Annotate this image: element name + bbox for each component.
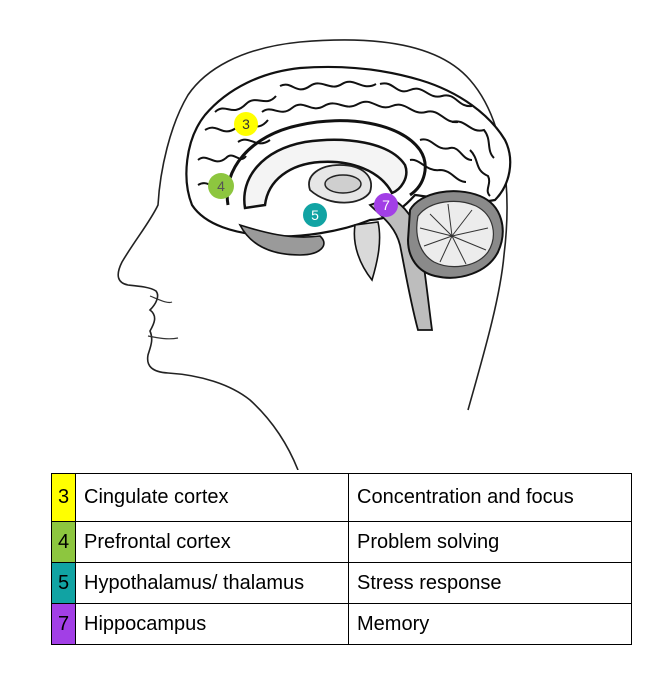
legend-number: 7 <box>51 603 76 645</box>
legend-function: Concentration and focus <box>348 473 632 522</box>
head-outline <box>117 39 508 470</box>
cerebellum <box>406 190 504 279</box>
marker-3: 3 <box>234 112 258 136</box>
legend-region: Cingulate cortex <box>75 473 349 522</box>
marker-7: 7 <box>374 193 398 217</box>
legend-function: Problem solving <box>348 521 632 563</box>
brain-diagram: 3 4 5 7 <box>117 39 512 470</box>
legend-function: Stress response <box>348 562 632 604</box>
cingulate-gyrus <box>225 119 427 206</box>
legend-region: Hypothalamus/ thalamus <box>75 562 349 604</box>
legend-row: 3 Cingulate cortex Concentration and foc… <box>51 473 632 522</box>
legend-number: 5 <box>51 562 76 604</box>
marker-circle <box>374 193 398 217</box>
legend-region: Hippocampus <box>75 603 349 645</box>
marker-circle <box>208 173 234 199</box>
ventricle <box>324 174 362 194</box>
legend-row: 4 Prefrontal cortex Problem solving <box>51 521 632 563</box>
marker-5: 5 <box>303 203 327 227</box>
legend-number: 4 <box>51 521 76 563</box>
mouth-detail <box>147 335 179 340</box>
marker-circle <box>303 203 327 227</box>
orbital-region <box>238 223 325 256</box>
marker-label: 3 <box>242 116 250 132</box>
pons <box>353 221 381 282</box>
nose-lip-detail <box>149 295 173 304</box>
legend-row: 5 Hypothalamus/ thalamus Stress response <box>51 562 632 604</box>
marker-label: 5 <box>311 207 319 223</box>
marker-label: 4 <box>217 178 225 194</box>
marker-label: 7 <box>382 197 390 213</box>
legend-number: 3 <box>51 473 76 522</box>
corpus-callosum <box>243 138 408 210</box>
legend-function: Memory <box>348 603 632 645</box>
marker-4: 4 <box>208 173 234 199</box>
legend-region: Prefrontal cortex <box>75 521 349 563</box>
marker-circle <box>234 112 258 136</box>
legend-row: 7 Hippocampus Memory <box>51 603 632 645</box>
legend-table: 3 Cingulate cortex Concentration and foc… <box>51 473 632 645</box>
